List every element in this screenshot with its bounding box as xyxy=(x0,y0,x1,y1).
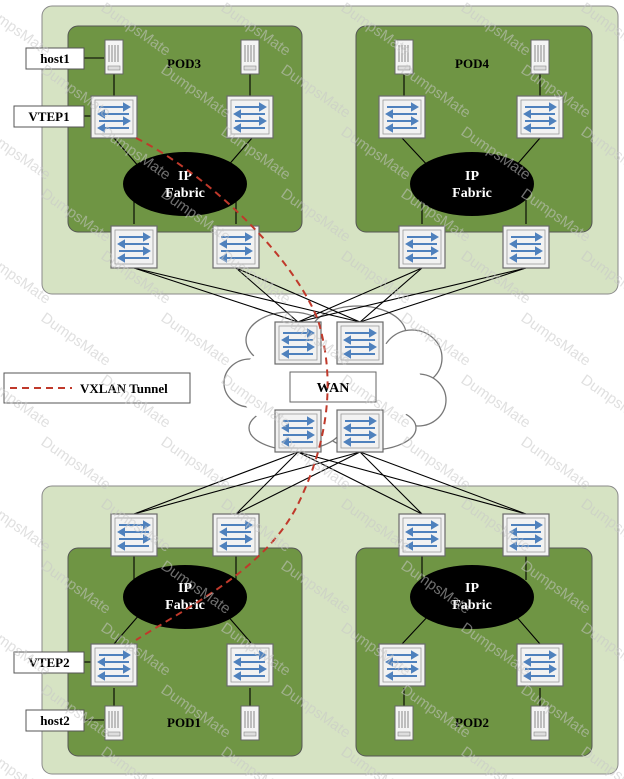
pod3-label: POD3 xyxy=(167,56,201,71)
watermark-text: DumpsMate xyxy=(398,433,474,493)
ip-fabric-ellipse xyxy=(410,565,534,629)
switch-icon xyxy=(398,225,446,269)
vtep2-label-box xyxy=(13,651,85,674)
pod4-label: POD4 xyxy=(455,56,489,71)
ip-fabric-line2: Fabric xyxy=(165,598,205,613)
watermark-text: DumpsMate xyxy=(158,433,234,493)
ip-fabric-ellipse xyxy=(123,565,247,629)
server-icon xyxy=(240,39,260,75)
watermark-text: DumpsMate xyxy=(518,433,594,493)
ip-fabric-pod3: IP Fabric xyxy=(123,152,247,216)
legend-vxlan-label: VXLAN Tunnel xyxy=(80,381,168,396)
server-icon xyxy=(104,39,124,75)
host1-label-box xyxy=(25,47,85,70)
watermark-text: DumpsMate xyxy=(458,371,534,431)
vxlan-tunnel-path xyxy=(135,137,329,641)
link-lines xyxy=(84,57,541,721)
watermark-text: DumpsMate xyxy=(38,309,114,369)
pod1-label: POD1 xyxy=(167,715,201,730)
ip-fabric-line2: Fabric xyxy=(452,186,492,201)
server-icon xyxy=(394,705,414,741)
server-icon xyxy=(240,705,260,741)
host2-label-box xyxy=(25,709,85,732)
host1-label: host1 xyxy=(40,51,70,66)
ip-fabric-line1: IP xyxy=(178,581,192,596)
ip-fabric-line1: IP xyxy=(465,169,479,184)
ip-fabric-ellipse xyxy=(410,152,534,216)
legend: VXLAN Tunnel xyxy=(3,372,191,404)
switch-icon xyxy=(516,95,564,139)
switch-icon xyxy=(378,95,426,139)
watermark-text: DumpsMate xyxy=(38,433,114,493)
vtep1-label: VTEP1 xyxy=(28,109,69,124)
watermark-text: DumpsMate xyxy=(578,371,624,431)
switch-icon xyxy=(502,225,550,269)
ip-fabric-pod1: IP Fabric xyxy=(123,565,247,629)
host2-label: host2 xyxy=(40,713,70,728)
watermark-text: DumpsMate xyxy=(518,309,594,369)
watermark-text: DumpsMate xyxy=(158,309,234,369)
ip-fabric-line1: IP xyxy=(465,581,479,596)
ip-fabric-pod2: IP Fabric xyxy=(410,565,534,629)
switch-icon xyxy=(336,409,384,453)
vtep1-label-box xyxy=(13,105,85,128)
pod2-label: POD2 xyxy=(455,715,489,730)
ip-fabric-ellipse xyxy=(123,152,247,216)
vtep2-label: VTEP2 xyxy=(28,655,69,670)
ip-fabric-pod4: IP Fabric xyxy=(410,152,534,216)
ip-fabric-line1: IP xyxy=(178,169,192,184)
wan-box xyxy=(289,371,377,403)
wan-label: WAN xyxy=(317,381,350,396)
ip-fabric-line2: Fabric xyxy=(165,186,205,201)
ip-fabric-line2: Fabric xyxy=(452,598,492,613)
